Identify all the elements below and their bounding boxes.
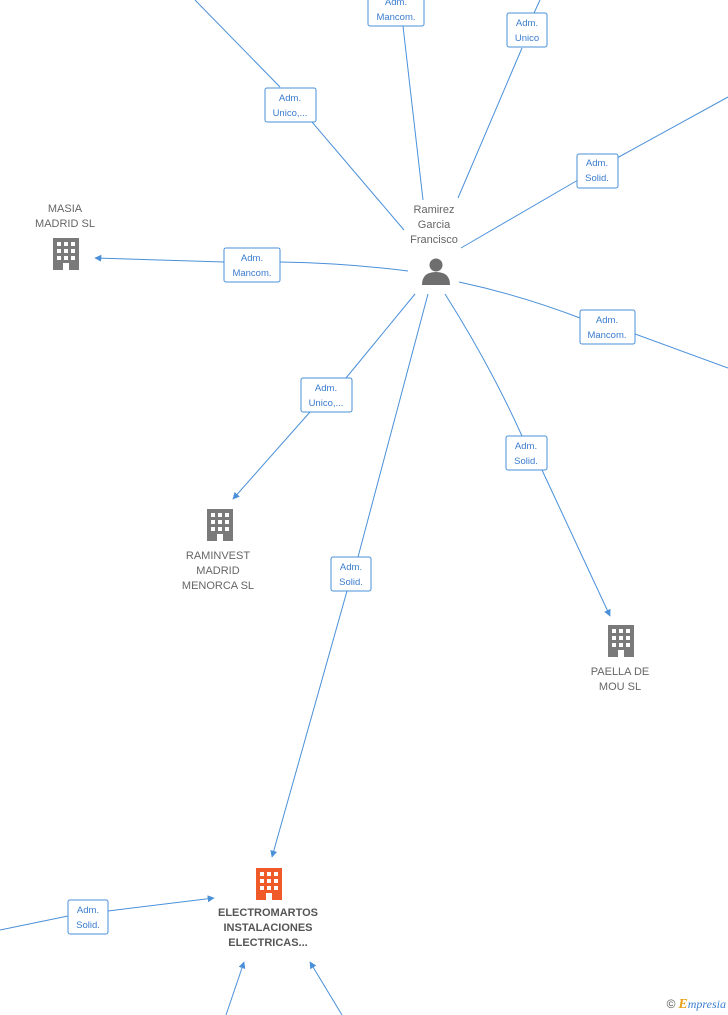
brand-initial: E xyxy=(678,997,688,1012)
edge-masia xyxy=(95,258,409,272)
company-name-line: MOU SL xyxy=(599,681,641,693)
edge-label-bottom-left[interactable]: Adm. Solid. xyxy=(67,899,109,935)
edge-label-paella[interactable]: Adm. Solid. xyxy=(505,435,548,471)
company-name-line: MADRID xyxy=(196,565,239,577)
edge-label-line: Mancom. xyxy=(587,330,626,341)
company-name-line: MADRID SL xyxy=(35,218,95,230)
edge-raminvest xyxy=(233,293,416,499)
building-icon xyxy=(256,868,282,900)
edge-label-top-left[interactable]: Adm. Unico,... xyxy=(264,87,317,123)
edge-label-raminvest[interactable]: Adm. Unico,... xyxy=(300,377,353,413)
edge-label-line: Adm. xyxy=(385,0,407,8)
edge-bottom-2 xyxy=(309,961,343,1015)
company-name-line: MASIA xyxy=(48,203,83,215)
person-name-line: Francisco xyxy=(410,234,458,246)
company-name-line: ELECTROMARTOS xyxy=(218,907,318,919)
edge-label-line: Adm. xyxy=(315,383,337,394)
company-name-line: PAELLA DE xyxy=(591,666,650,678)
building-icon xyxy=(608,625,634,657)
edge-label-line: Unico,... xyxy=(309,398,344,409)
edge-label-line: Solid. xyxy=(585,173,609,184)
person-node[interactable]: Ramirez Garcia Francisco xyxy=(410,204,458,285)
company-node-raminvest[interactable]: RAMINVEST MADRID MENORCA SL xyxy=(182,509,254,592)
company-node-masia[interactable]: MASIA MADRID SL xyxy=(35,203,95,270)
edge-top-center xyxy=(402,25,424,201)
edge-label-line: Adm. xyxy=(596,315,618,326)
edge-label-line: Adm. xyxy=(77,905,99,916)
company-node-paella[interactable]: PAELLA DE MOU SL xyxy=(591,625,650,693)
person-name-line: Garcia xyxy=(418,219,451,231)
edge-right-lower xyxy=(458,281,728,369)
edge-label-line: Adm. xyxy=(515,441,537,452)
edge-label-line: Adm. xyxy=(241,253,263,264)
company-name-line: ELECTRICAS... xyxy=(228,937,307,949)
edge-paella xyxy=(444,293,610,616)
company-name-line: INSTALACIONES xyxy=(223,922,312,934)
edge-top-left xyxy=(194,0,405,231)
edge-label-right-lower[interactable]: Adm. Mancom. xyxy=(579,309,636,345)
edge-top-right xyxy=(457,0,541,199)
edge-label-line: Solid. xyxy=(514,456,538,467)
building-icon xyxy=(53,238,79,270)
edge-label-top-center[interactable]: Adm. Mancom. xyxy=(367,0,425,27)
edge-label-line: Mancom. xyxy=(232,268,271,279)
company-name-line: MENORCA SL xyxy=(182,580,254,592)
edge-bottom-left xyxy=(0,898,214,931)
company-name-line: RAMINVEST xyxy=(186,550,250,562)
edge-label-line: Adm. xyxy=(279,93,301,104)
edge-bottom-1 xyxy=(225,961,246,1015)
brand-name: mpresia xyxy=(687,997,726,1011)
edge-label-line: Solid. xyxy=(76,920,100,931)
edge-label-right-upper[interactable]: Adm. Solid. xyxy=(576,153,619,189)
edge-label-line: Unico xyxy=(515,33,539,44)
edge-label-line: Adm. xyxy=(340,562,362,573)
edge-label-line: Adm. xyxy=(516,18,538,29)
building-icon xyxy=(207,509,233,541)
edge-right-upper xyxy=(460,96,728,249)
edge-label-line: Mancom. xyxy=(376,12,415,23)
edge-label-line: Solid. xyxy=(339,577,363,588)
brand-footer[interactable]: © Empresia xyxy=(667,997,726,1013)
edge-label-line: Unico,... xyxy=(273,108,308,119)
edge-electromartos xyxy=(272,293,429,857)
company-node-electromartos[interactable]: ELECTROMARTOS INSTALACIONES ELECTRICAS..… xyxy=(218,868,318,949)
edge-label-line: Adm. xyxy=(586,158,608,169)
person-name-line: Ramirez xyxy=(414,204,455,216)
copyright-symbol: © xyxy=(666,997,676,1011)
person-icon xyxy=(422,258,450,285)
edge-label-electromartos[interactable]: Adm. Solid. xyxy=(330,556,372,592)
edge-label-masia[interactable]: Adm. Mancom. xyxy=(223,247,281,283)
edge-label-top-right[interactable]: Adm. Unico xyxy=(506,12,548,48)
